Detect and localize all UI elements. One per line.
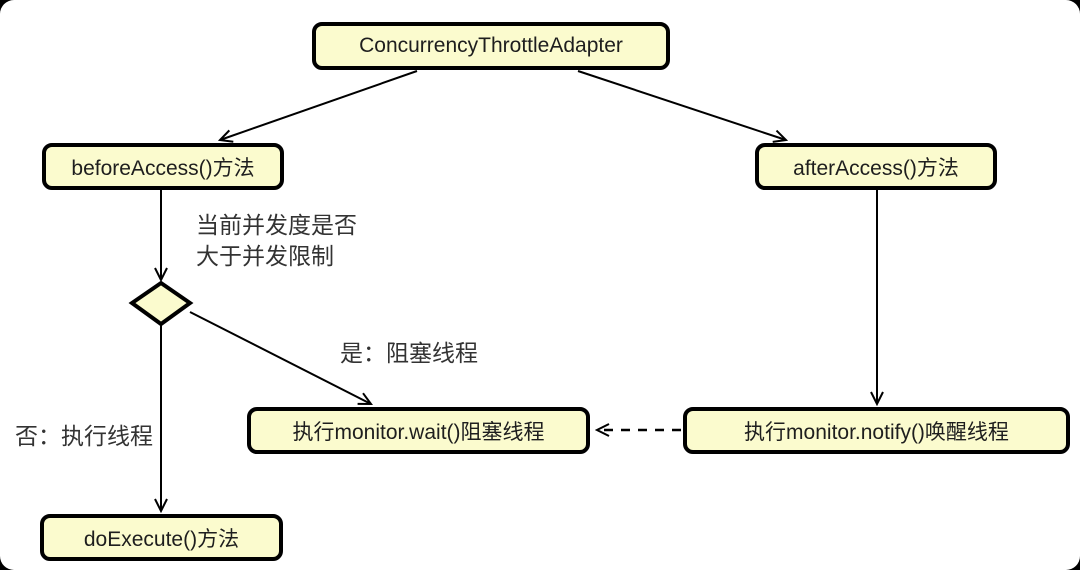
node-after-access-method: afterAccess()方法 <box>755 143 997 190</box>
edge-adapter-to-before-access <box>220 70 418 140</box>
node-monitor-wait-block-thread: 执行monitor.wait()阻塞线程 <box>247 407 590 454</box>
condition-label: 当前并发度是否 大于并发限制 <box>196 210 357 272</box>
node-concurrency-throttle-adapter: ConcurrencyThrottleAdapter <box>312 22 670 70</box>
decision-diamond <box>128 280 194 327</box>
edge-decision-to-wait-thread <box>189 311 371 404</box>
condition-label-line2: 大于并发限制 <box>196 243 334 269</box>
yes-branch-label: 是：阻塞线程 <box>340 340 478 366</box>
condition-label-line1: 当前并发度是否 <box>196 212 357 238</box>
no-branch-label: 否：执行线程 <box>15 423 153 449</box>
node-do-execute-method: doExecute()方法 <box>40 514 283 561</box>
node-before-access-method: beforeAccess()方法 <box>42 143 284 190</box>
edge-adapter-to-after-access <box>577 70 786 140</box>
node-monitor-notify-wake-thread: 执行monitor.notify()唤醒线程 <box>683 407 1070 454</box>
